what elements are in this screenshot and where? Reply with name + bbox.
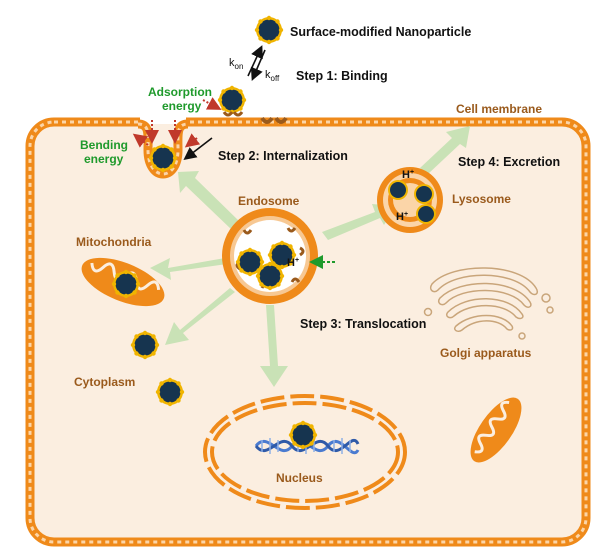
golgi-label: Golgi apparatus [440,346,532,360]
k-off-arrow [250,49,266,81]
step4-label: Step 4: Excretion [458,155,560,169]
k-off-label: koff [265,69,280,83]
lysosome-h-plus-bottom: H+ [396,211,408,223]
endosome [222,208,318,304]
lysosome-h-plus-top: H+ [402,169,414,181]
dna-helix [254,438,360,454]
binding-nanoparticle [217,85,247,115]
lysosome [377,167,443,233]
cytoplasm-label: Cytoplasm [74,375,135,389]
endosome-label: Endosome [238,194,300,208]
k-on-label: kon [229,57,243,71]
cell-membrane-label: Cell membrane [456,102,542,116]
cytoplasm-nanoparticle-2 [155,377,185,407]
membrane-receptors [260,116,288,124]
adsorption-energy-label: Adsorption energy [148,85,215,113]
step2-label: Step 2: Internalization [218,149,348,163]
free-nanoparticle [254,15,284,45]
lysosome-label: Lysosome [452,192,511,206]
cytoplasm-nanoparticle-1 [130,330,160,360]
internalization-arrow [183,137,213,160]
translocation-arrows [150,126,470,387]
bending-energy-label: Bending energy [80,138,131,166]
step1-label: Step 1: Binding [296,69,388,83]
mitochondria-label: Mitochondria [76,235,152,249]
endosome-h-plus: H+ [287,257,299,269]
nucleus [203,394,407,510]
golgi-apparatus [423,267,554,340]
nucleus-label: Nucleus [276,471,323,485]
step3-label: Step 3: Translocation [300,317,426,331]
k-on-arrow [247,45,263,77]
mitochondrion-right [470,397,522,463]
nanoparticle-label: Surface-modified Nanoparticle [290,25,471,39]
